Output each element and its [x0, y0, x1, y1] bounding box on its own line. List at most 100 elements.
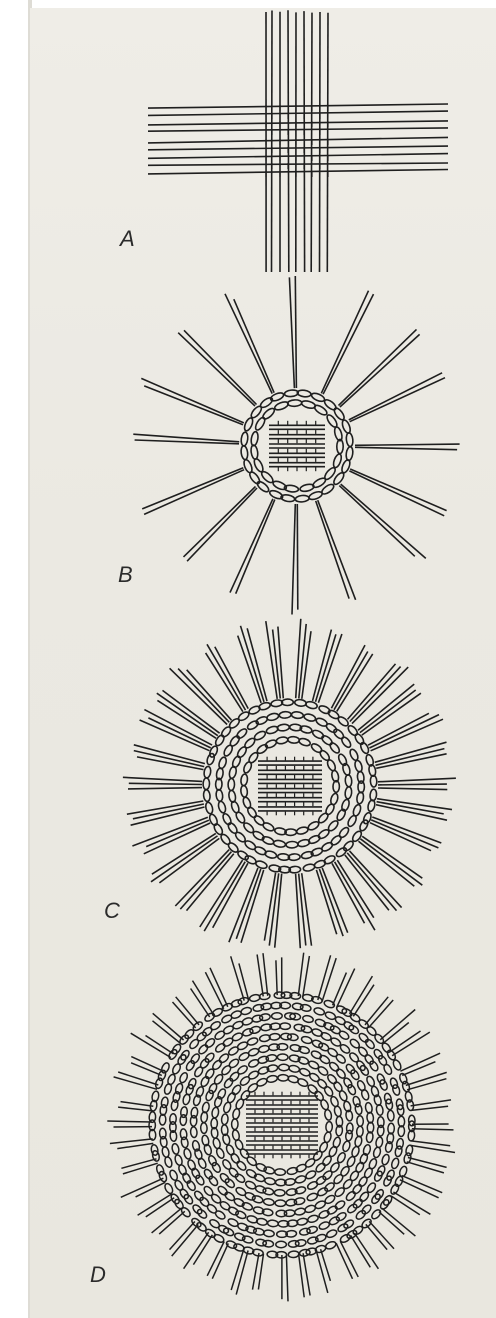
- weft-loop: [335, 1053, 347, 1065]
- weft-loop: [228, 1058, 240, 1070]
- weft-loop: [244, 1180, 256, 1191]
- weft-loop: [198, 1196, 210, 1208]
- spoke: [193, 981, 214, 1015]
- spoke: [411, 1106, 448, 1110]
- weft-loop: [379, 1079, 389, 1091]
- weft-loop: [241, 1017, 253, 1026]
- weft-loop: [354, 760, 363, 773]
- spoke: [359, 841, 415, 886]
- horizontal-strand: [148, 163, 448, 165]
- spoke: [298, 953, 303, 996]
- spoke: [354, 1233, 378, 1269]
- weft-loop: [392, 1059, 403, 1071]
- weft-loop: [263, 1240, 274, 1248]
- weft-loop: [221, 1114, 228, 1125]
- weft-loop: [189, 1053, 201, 1065]
- weft-loop: [255, 1239, 267, 1247]
- weft-loop: [274, 400, 290, 411]
- spoke: [349, 373, 442, 420]
- weft-loop: [240, 445, 248, 460]
- weft-loop: [310, 742, 323, 754]
- spoke: [153, 1021, 181, 1044]
- weft-loop: [180, 1106, 188, 1117]
- weft-loop: [275, 1200, 286, 1207]
- weft-loop: [278, 1064, 289, 1071]
- label-c: C: [104, 898, 120, 924]
- weft-loop: [249, 994, 261, 1002]
- weft-loop: [250, 431, 259, 446]
- weft-loop: [357, 1116, 364, 1127]
- weft-loop: [297, 839, 310, 848]
- weft-loop: [277, 724, 290, 732]
- weft-loop: [385, 1169, 395, 1181]
- weft-loop: [316, 1186, 328, 1197]
- spoke: [318, 500, 356, 600]
- spoke: [141, 378, 244, 423]
- horizontal-strand: [148, 104, 448, 108]
- weft-loop: [382, 1175, 393, 1187]
- weft-loop: [320, 734, 333, 747]
- weft-loop: [346, 1084, 357, 1096]
- weft-loop: [186, 1179, 197, 1191]
- spoke: [144, 386, 243, 425]
- weft-loop: [217, 1185, 229, 1197]
- weft-loop: [356, 1126, 363, 1137]
- weft-loop: [297, 1077, 309, 1087]
- spoke: [369, 715, 439, 748]
- weft-loop: [212, 1137, 221, 1149]
- weft-loop: [360, 1089, 370, 1101]
- weft-loop: [294, 1207, 306, 1215]
- spoke: [175, 850, 229, 906]
- spoke: [411, 1141, 450, 1146]
- weft-loop: [232, 1129, 241, 1141]
- weft-loop: [347, 724, 359, 737]
- weft-loop: [258, 701, 271, 711]
- weft-loop: [323, 1085, 334, 1097]
- weft-loop: [190, 1217, 202, 1229]
- spoke: [276, 960, 277, 995]
- weft-loop: [324, 1109, 333, 1121]
- spoke: [375, 742, 447, 762]
- vertical-strand: [320, 12, 321, 272]
- spoke: [355, 447, 457, 449]
- spoke: [393, 1192, 430, 1214]
- weft-loop: [208, 1175, 220, 1187]
- weft-loop: [326, 1229, 338, 1239]
- weft-loop: [195, 1086, 205, 1098]
- spoke: [146, 820, 209, 846]
- weft-loop: [232, 1108, 241, 1120]
- horizontal-strand: [148, 111, 448, 115]
- spoke: [184, 487, 256, 557]
- weft-loop: [334, 1199, 346, 1210]
- weft-loop: [372, 1146, 381, 1158]
- weft-loop: [185, 1084, 195, 1096]
- weft-loop: [307, 820, 320, 831]
- spoke: [378, 788, 447, 790]
- weft-loop: [276, 1210, 287, 1216]
- spoke: [299, 1254, 305, 1297]
- weft-loop: [323, 1131, 332, 1143]
- weft-loop: [231, 1084, 243, 1096]
- weft-loop: [294, 1024, 306, 1032]
- weft-loop: [203, 1185, 215, 1197]
- weft-loop: [204, 1037, 216, 1049]
- weft-loop: [349, 748, 360, 761]
- weft-loop: [381, 1042, 392, 1054]
- spoke: [134, 745, 205, 764]
- weft-loop: [261, 407, 276, 421]
- weft-loop: [302, 1015, 314, 1024]
- spoke: [340, 334, 420, 407]
- weft-loop: [266, 725, 279, 735]
- weft-loop: [266, 1075, 278, 1083]
- spoke: [121, 1102, 154, 1107]
- weft-loop: [335, 1004, 347, 1015]
- spoke: [148, 718, 210, 748]
- weft-loop: [224, 1177, 236, 1189]
- weft-loop: [187, 1159, 197, 1171]
- weft-loop: [354, 1136, 362, 1148]
- weft-loop: [354, 1103, 362, 1115]
- weft-loop: [228, 790, 236, 803]
- weft-loop: [207, 1155, 218, 1167]
- spoke: [316, 501, 349, 599]
